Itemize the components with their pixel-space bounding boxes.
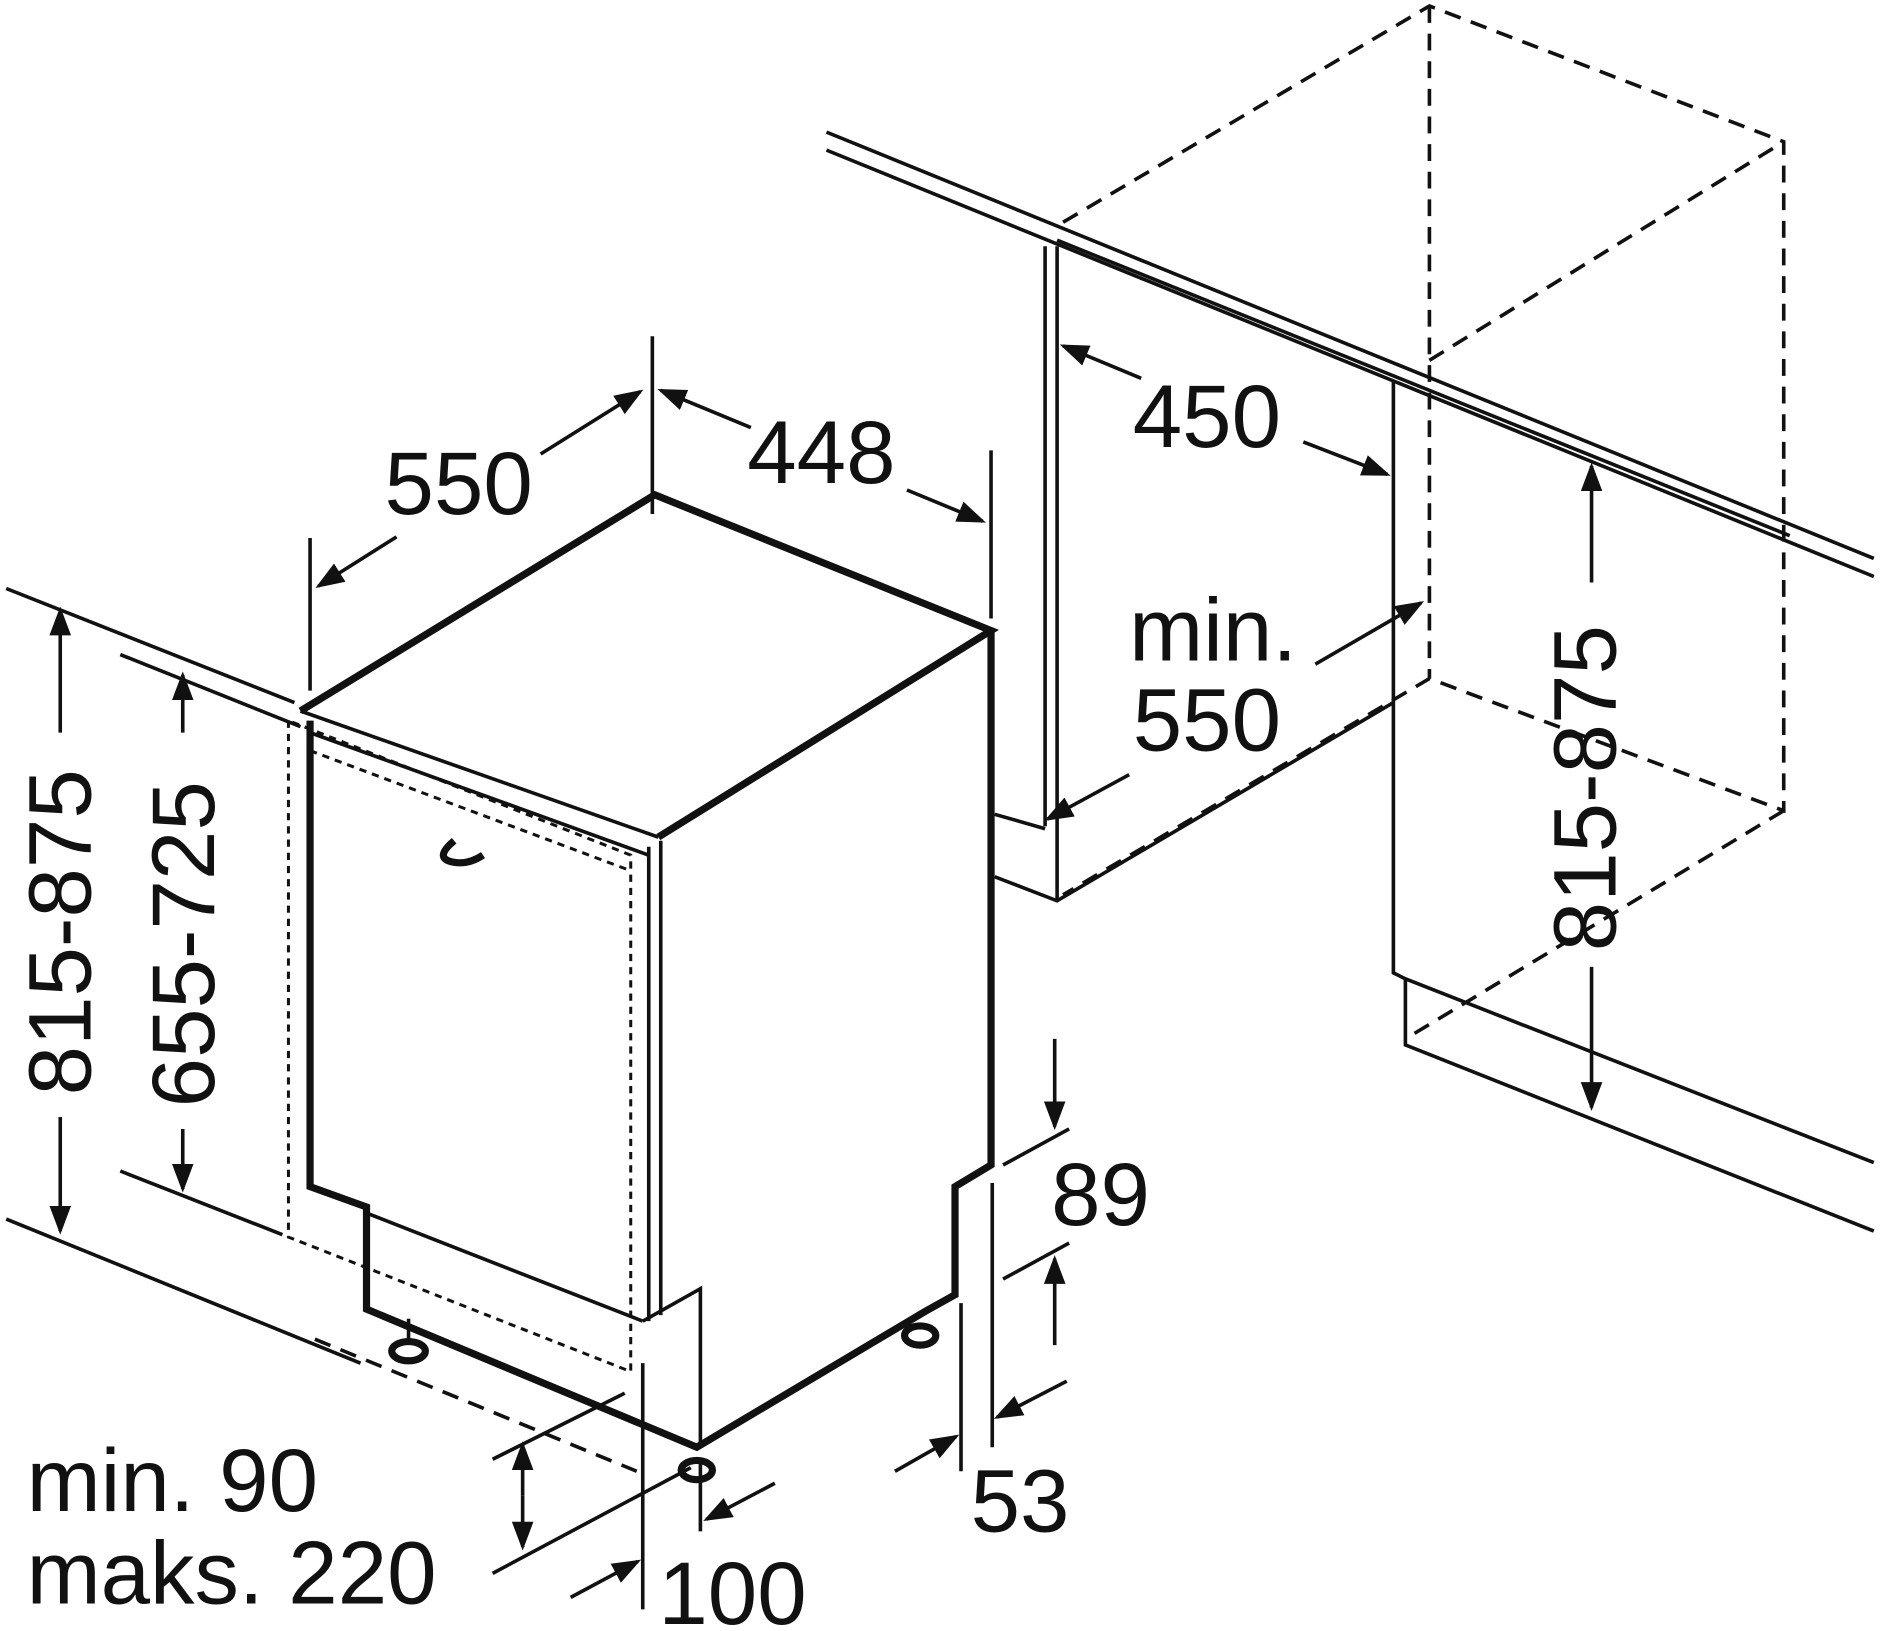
dimension-lines xyxy=(49,336,1603,1610)
min-depth-550-label: 550 xyxy=(1133,671,1281,770)
depth-550-label: 550 xyxy=(385,434,533,533)
dim-53-label: 53 xyxy=(971,1451,1070,1550)
adjacent-cabinet-dashed xyxy=(1062,4,1786,1041)
right-height-label: 815-875 xyxy=(1536,625,1635,951)
left-height-label: 815-875 xyxy=(10,769,109,1095)
plinth-max-label: maks. 220 xyxy=(27,1523,437,1622)
plinth-min-label: min. 90 xyxy=(27,1431,318,1530)
door-height-label: 655-725 xyxy=(134,781,233,1107)
adjustable-feet xyxy=(388,1318,940,1484)
door-handle-icon xyxy=(439,837,486,867)
min-label: min. xyxy=(1129,581,1297,680)
niche-walls xyxy=(994,246,1875,1233)
dim-89-label: 89 xyxy=(1051,1145,1150,1244)
dim-100-label: 100 xyxy=(658,1544,806,1631)
niche-width-450-label: 450 xyxy=(1133,367,1281,466)
countertop xyxy=(825,130,1875,579)
width-448-label: 448 xyxy=(747,403,895,502)
dishwasher-body xyxy=(286,490,999,1484)
